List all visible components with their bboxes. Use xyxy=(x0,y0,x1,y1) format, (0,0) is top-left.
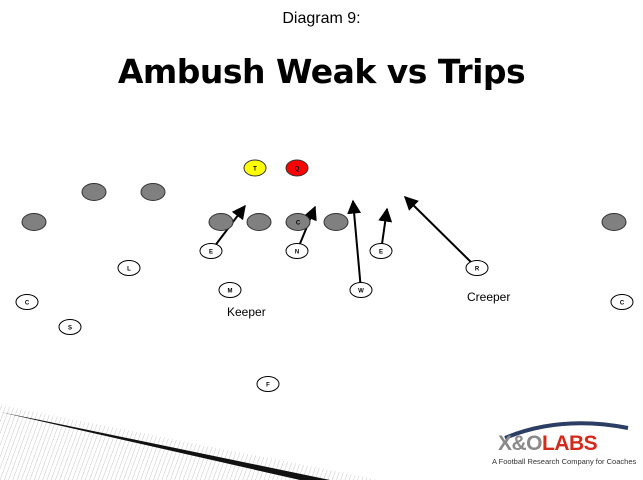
defense-rover: R xyxy=(465,260,489,276)
defense-end-right-marker xyxy=(369,243,393,259)
defense-rover-marker xyxy=(465,260,489,276)
will-blitz-arrow xyxy=(347,199,362,291)
offense-lg xyxy=(246,213,272,231)
diagram-subtitle: Diagram 9: xyxy=(282,10,361,27)
defense-lb-l-label: L xyxy=(127,267,131,273)
defense-corner-left: C xyxy=(15,294,39,310)
logo-wordmark: X&OLABS xyxy=(498,432,598,456)
offense-wr-left-2 xyxy=(140,183,166,201)
offense-quarterback-label: Q xyxy=(295,167,300,173)
offense-tight-end-marker xyxy=(243,159,267,177)
defense-rover-label: R xyxy=(475,267,480,273)
logo-swoosh xyxy=(504,421,629,440)
offense-quarterback-marker xyxy=(285,159,309,177)
defense-corner-right-marker xyxy=(610,294,634,310)
offense-quarterback: Q xyxy=(285,159,309,177)
offense-wr-left-2-marker xyxy=(140,183,166,201)
defense-nose: N xyxy=(285,243,309,259)
offense-center: C xyxy=(285,213,311,231)
offense-tight-end: T xyxy=(243,159,267,177)
defense-free-safety-marker xyxy=(256,376,280,392)
offense-rg-marker xyxy=(323,213,349,231)
defense-end-left: E xyxy=(199,243,223,259)
defense-safety-label: S xyxy=(68,326,72,332)
creeper-label: Creeper xyxy=(467,290,511,304)
offense-center-marker xyxy=(285,213,311,231)
defense-corner-left-marker xyxy=(15,294,39,310)
defense-end-right-label: E xyxy=(379,250,383,256)
defense-end-right: E xyxy=(369,243,393,259)
defense-nose-label: N xyxy=(295,250,299,256)
offense-wr-left-3-marker xyxy=(21,213,47,231)
route-layer xyxy=(210,196,478,291)
defense-lb-l: L xyxy=(117,260,141,276)
defense-corner-left-label: C xyxy=(25,301,30,307)
defense-will: W xyxy=(349,282,373,298)
player-layer: C T Q E N E W R L M C C S F xyxy=(15,159,634,392)
defense-free-safety: F xyxy=(256,376,280,392)
defense-end-left-marker xyxy=(199,243,223,259)
logo-labs: LABS xyxy=(542,432,598,455)
offense-wr-left-3 xyxy=(21,213,47,231)
offense-lg-marker xyxy=(246,213,272,231)
defense-lb-l-marker xyxy=(117,260,141,276)
field-swoosh-stripe xyxy=(0,412,330,480)
offense-center-label: C xyxy=(296,221,301,227)
logo-xo: X&O xyxy=(498,432,543,455)
defense-safety: S xyxy=(58,319,82,335)
logo-tagline: A Football Research Company for Coaches xyxy=(492,457,637,466)
defense-will-marker xyxy=(349,282,373,298)
defense-end-left-label: E xyxy=(209,250,213,256)
offense-wr-right xyxy=(601,213,627,231)
offense-lt-marker xyxy=(208,213,234,231)
defense-corner-right-label: C xyxy=(620,301,625,307)
rover-blitz-arrow xyxy=(404,196,478,269)
offense-tight-end-label: T xyxy=(253,167,257,173)
offense-rg xyxy=(323,213,349,231)
defense-mike: M xyxy=(218,282,242,298)
defense-mike-marker xyxy=(218,282,242,298)
defense-will-label: W xyxy=(358,289,364,295)
defense-safety-marker xyxy=(58,319,82,335)
offense-wr-right-marker xyxy=(601,213,627,231)
diagram-title: Ambush Weak vs Trips xyxy=(117,52,526,91)
offense-lt xyxy=(208,213,234,231)
defense-free-safety-label: F xyxy=(266,383,270,389)
offense-wr-left-1 xyxy=(81,183,107,201)
keeper-label: Keeper xyxy=(227,305,266,319)
offense-wr-left-1-marker xyxy=(81,183,107,201)
defense-mike-label: M xyxy=(228,289,233,295)
defense-corner-right: C xyxy=(610,294,634,310)
field-swoosh-hatch xyxy=(0,405,380,480)
xo-labs-logo: X&OLABS A Football Research Company for … xyxy=(488,418,638,474)
defense-nose-marker xyxy=(285,243,309,259)
